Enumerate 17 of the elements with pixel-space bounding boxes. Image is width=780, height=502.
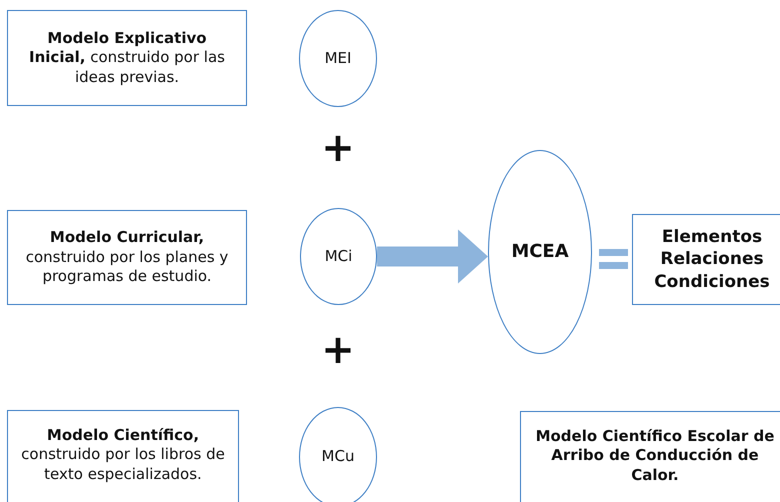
description-text: Modelo Científico Escolar de Arribo de Conducción de Calor. <box>534 426 776 486</box>
text-box <box>7 210 247 305</box>
node-label: MEI <box>324 48 352 68</box>
description-text: Modelo Curricular, construido por los planes y programas de estudio. <box>24 228 230 287</box>
text-box <box>520 411 780 502</box>
node-label: MCEA <box>511 240 569 264</box>
text-box <box>632 214 780 305</box>
block-arrow <box>377 230 488 284</box>
description-text: Modelo Científico, construido por los libros de texto especializados. <box>20 426 226 484</box>
text-box <box>7 10 247 106</box>
node-label: MCu <box>322 447 354 467</box>
plus-sign: + <box>320 128 356 168</box>
description-text: Elementos Relaciones Condiciones <box>653 226 771 293</box>
description-text: Modelo Explicativo Inicial, construido por las ideas previas. <box>28 28 226 88</box>
text-box <box>7 410 239 502</box>
node-label: MCi <box>324 246 352 266</box>
plus-sign: + <box>320 330 356 370</box>
